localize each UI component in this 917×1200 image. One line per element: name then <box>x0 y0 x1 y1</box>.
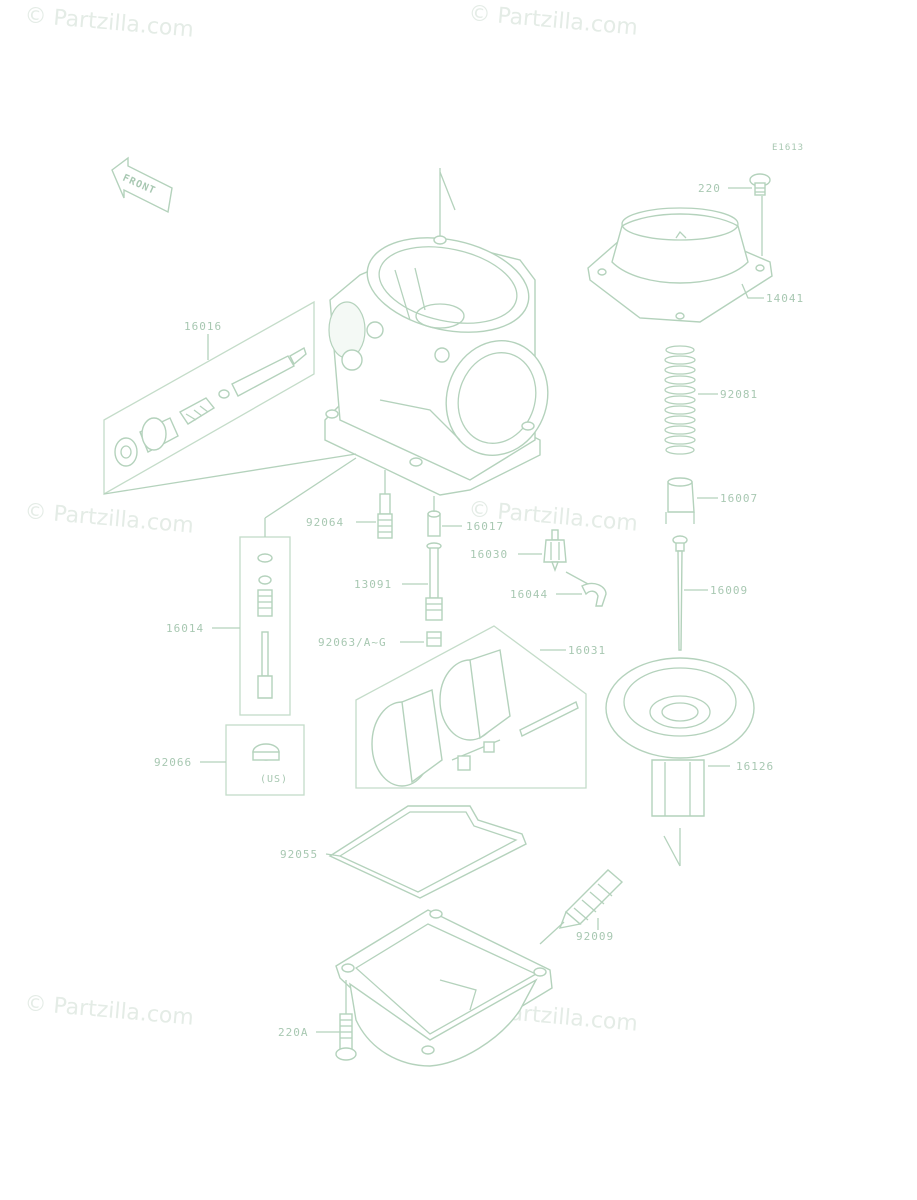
part-label-92064: 92064 <box>306 516 344 529</box>
part-label-14041: 14041 <box>766 292 804 305</box>
part-label-16126: 16126 <box>736 760 774 773</box>
pilot-screw-assembly-16016 <box>103 300 315 496</box>
part-label-16016: 16016 <box>184 320 222 333</box>
part-label-220a: 220A <box>278 1026 309 1039</box>
float-bowl-gasket-92055 <box>328 805 527 899</box>
watermark: © Partzilla.com <box>23 3 194 43</box>
screw-220a <box>335 1013 357 1061</box>
axis-line <box>439 171 456 211</box>
pilot-jet-92064 <box>377 493 393 539</box>
watermark: © Partzilla.com <box>467 1 638 41</box>
part-label-13091: 13091 <box>354 578 392 591</box>
part-label-16017: 16017 <box>466 520 504 533</box>
screw-220 <box>749 173 771 196</box>
part-label-16007: 16007 <box>720 492 758 505</box>
us-note: (US) <box>260 774 288 785</box>
part-label-16009: 16009 <box>710 584 748 597</box>
part-label-92055: 92055 <box>280 848 318 861</box>
part-label-16031: 16031 <box>568 644 606 657</box>
cap-92066: (US) <box>225 724 305 796</box>
spring-92081 <box>664 345 696 455</box>
jet-needle-16009 <box>672 535 688 651</box>
part-label-92081: 92081 <box>720 388 758 401</box>
vacuum-piston-16126 <box>605 657 755 817</box>
axis-line <box>663 835 681 867</box>
front-arrow-icon: FRONT <box>111 156 173 214</box>
part-label-16044: 16044 <box>510 588 548 601</box>
watermark: © Partzilla.com <box>23 991 194 1031</box>
part-label-16014: 16014 <box>166 622 204 635</box>
drain-screw-92009 <box>558 869 624 929</box>
diagram-code: E1613 <box>772 143 804 153</box>
float-assembly-16031 <box>355 625 587 789</box>
part-label-220: 220 <box>698 182 721 195</box>
main-jet-92063 <box>426 631 442 647</box>
part-label-92009: 92009 <box>576 930 614 943</box>
part-label-92066: 92066 <box>154 756 192 769</box>
starter-plunger-16014 <box>239 536 291 716</box>
float-valve-16030 <box>543 529 567 572</box>
clip-16044 <box>581 582 607 607</box>
needle-jet-13091 <box>425 542 443 621</box>
carburetor-body <box>324 235 549 496</box>
needle-jet-holder-16017 <box>427 510 441 537</box>
watermark: © Partzilla.com <box>23 499 194 539</box>
needle-holder-16007 <box>665 477 695 524</box>
float-bowl <box>335 909 553 1067</box>
part-label-16030: 16030 <box>470 548 508 561</box>
part-label-92063: 92063/A~G <box>318 636 387 649</box>
top-cover-14041 <box>587 207 773 323</box>
